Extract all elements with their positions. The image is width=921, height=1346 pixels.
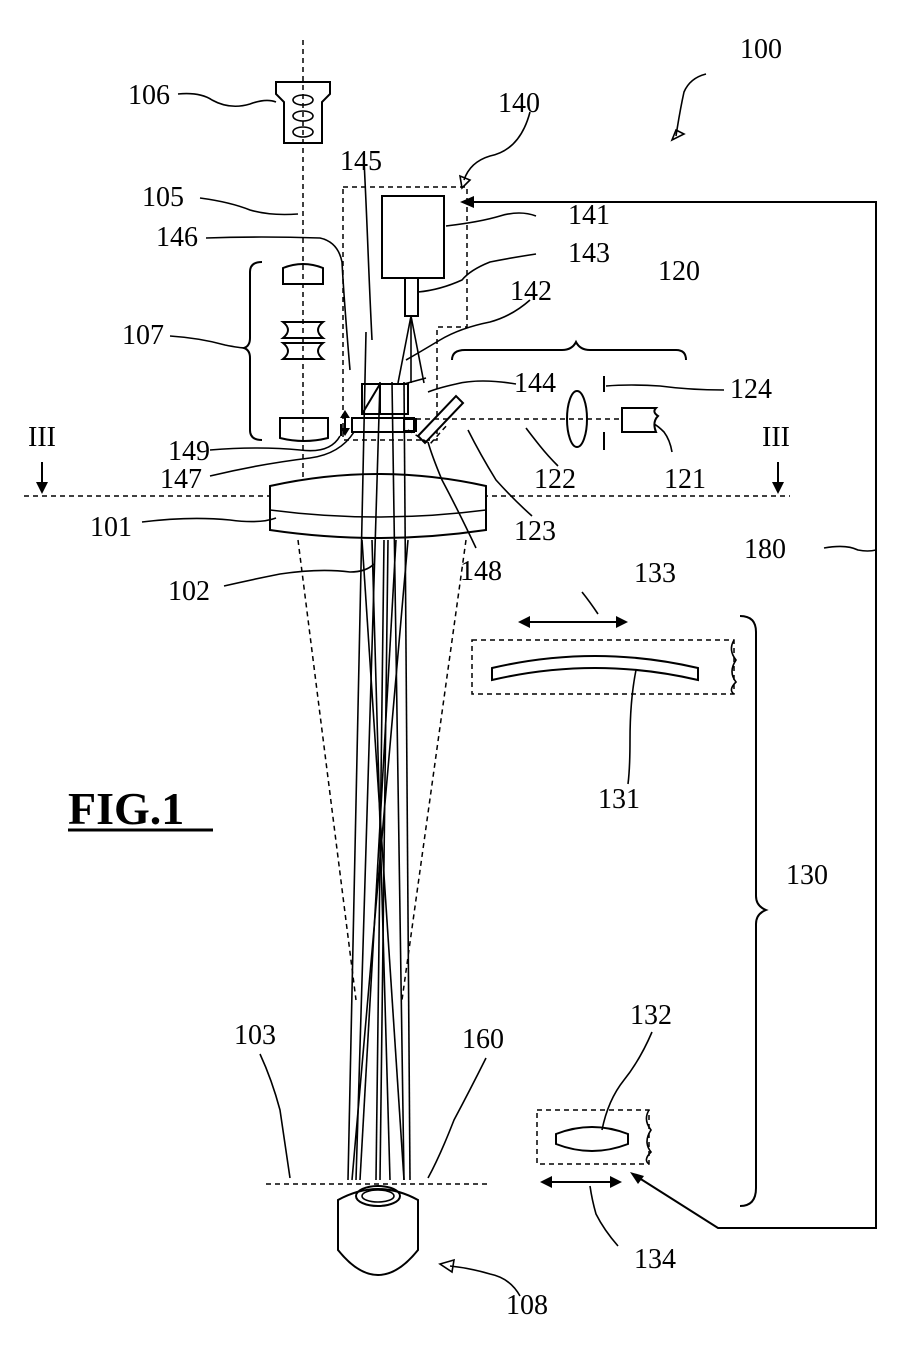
label-146: 146 xyxy=(156,222,198,253)
feedback-arrow-141 xyxy=(460,196,474,208)
arrow-134-right xyxy=(610,1176,622,1188)
label-120: 120 xyxy=(658,256,700,287)
section-arrow-right-head xyxy=(772,482,784,494)
label-143: 143 xyxy=(568,238,610,269)
fov-right xyxy=(402,540,466,1000)
label-160: 160 xyxy=(462,1024,504,1055)
arrow-133-left xyxy=(518,616,530,628)
label-121: 121 xyxy=(664,464,706,495)
label-102: 102 xyxy=(168,576,210,607)
projection-cone-142 xyxy=(398,316,424,383)
label-section-right: III xyxy=(762,422,790,453)
light-source-121 xyxy=(622,408,658,432)
label-144: 144 xyxy=(514,368,556,399)
label-132: 132 xyxy=(630,1000,672,1031)
label-103: 103 xyxy=(234,1020,276,1051)
label-131: 131 xyxy=(598,784,640,815)
arrow-133-right xyxy=(616,616,628,628)
label-142: 142 xyxy=(510,276,552,307)
label-134: 134 xyxy=(634,1244,676,1275)
label-108: 108 xyxy=(506,1290,548,1321)
label-140: 140 xyxy=(498,88,540,119)
display-141 xyxy=(382,196,444,278)
label-130: 130 xyxy=(786,860,828,891)
label-147: 147 xyxy=(160,464,202,495)
label-123: 123 xyxy=(514,516,556,547)
label-105: 105 xyxy=(142,182,184,213)
bracket-120 xyxy=(452,342,686,360)
label-124: 124 xyxy=(730,374,772,405)
leader-lines xyxy=(142,74,876,1296)
label-101: 101 xyxy=(90,512,132,543)
ray-bundle-102 xyxy=(348,332,410,1180)
bracket-130 xyxy=(740,616,766,1206)
label-145: 145 xyxy=(340,146,382,177)
eye-108 xyxy=(338,1186,418,1275)
main-lens-101 xyxy=(270,474,486,538)
label-107: 107 xyxy=(122,320,164,351)
lens-holder-132 xyxy=(537,1110,649,1164)
section-arrow-left-head xyxy=(36,482,48,494)
feedback-arrow-132 xyxy=(630,1172,644,1184)
label-148: 148 xyxy=(460,556,502,587)
lens-group-107 xyxy=(244,262,328,441)
fov-left xyxy=(298,540,356,1000)
label-122: 122 xyxy=(534,464,576,495)
arrow-149-head-a xyxy=(340,410,350,418)
beam-splitter-144 xyxy=(362,378,426,414)
label-149: 149 xyxy=(168,436,210,467)
tube-143 xyxy=(405,278,418,316)
figure-title: FIG.1 xyxy=(68,783,184,834)
lens-132 xyxy=(556,1127,628,1151)
label-180: 180 xyxy=(744,534,786,565)
arrow-134-left xyxy=(540,1176,552,1188)
label-106: 106 xyxy=(128,80,170,111)
label-133: 133 xyxy=(634,558,676,589)
meniscus-lens-131 xyxy=(492,656,698,680)
feedback-line-180 xyxy=(470,202,876,1228)
label-141: 141 xyxy=(568,200,610,231)
label-section-left: III xyxy=(28,422,56,453)
label-100: 100 xyxy=(740,34,782,65)
